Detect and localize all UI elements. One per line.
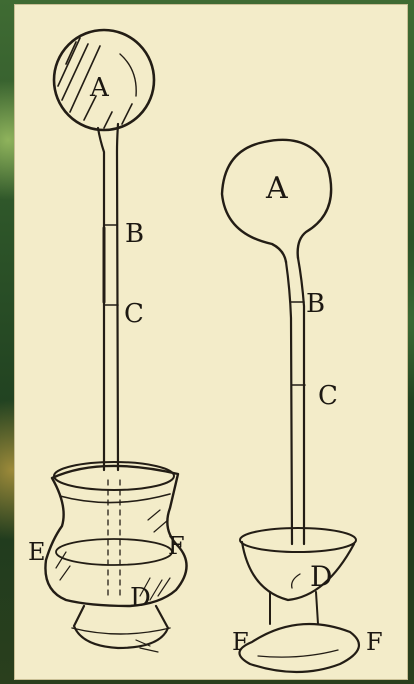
right-thermoscope [222, 140, 359, 672]
right-tube-mark-c: C [318, 381, 338, 411]
left-bulb-label: A [89, 73, 110, 103]
left-tube [98, 124, 118, 470]
right-bulb-label: A [265, 171, 288, 206]
right-liquid-label: D [310, 560, 332, 593]
left-vessel-label-e: E [28, 538, 46, 566]
left-tube-mark-b: B [125, 219, 144, 249]
right-cup [239, 528, 358, 672]
right-tube-mark-b: B [306, 289, 325, 319]
left-liquid-label: D [130, 583, 151, 613]
left-tube-mark-c: C [124, 299, 144, 329]
right-base-label-left-f: F [232, 628, 249, 656]
right-base-label-right-f: F [366, 628, 383, 656]
left-thermoscope [45, 30, 186, 652]
left-vessel [45, 462, 186, 652]
right-tube [286, 258, 305, 544]
left-vessel-label-f: F [168, 532, 185, 560]
